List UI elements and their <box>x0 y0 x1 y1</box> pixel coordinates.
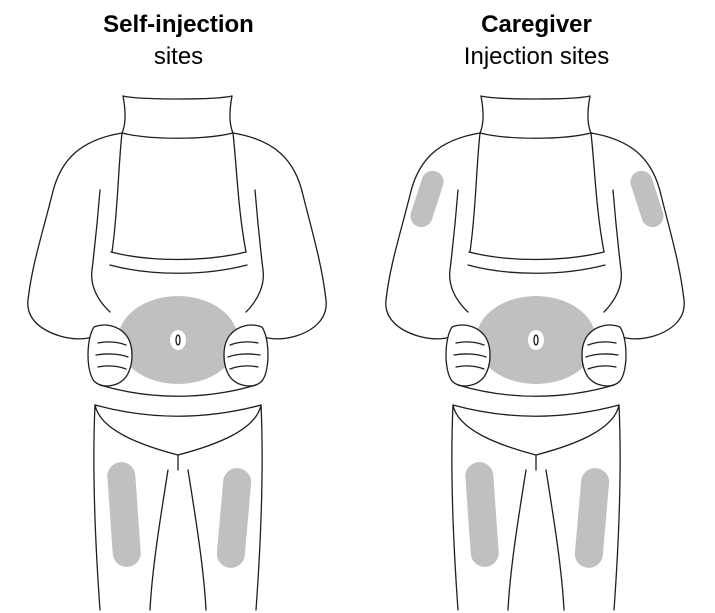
outline-stroke <box>458 385 614 396</box>
outline-stroke <box>604 190 621 312</box>
outline-stroke <box>95 405 261 416</box>
outline-stroke <box>481 96 590 99</box>
outline-stroke <box>536 405 619 455</box>
outline-stroke <box>614 405 620 610</box>
outline-stroke <box>508 470 526 610</box>
outline-stroke <box>480 96 483 133</box>
outline-stroke <box>188 470 206 610</box>
outline-stroke <box>470 133 480 252</box>
outline-stroke <box>122 96 125 133</box>
outline-stroke <box>178 405 261 455</box>
outline-stroke <box>546 470 564 610</box>
navel-mark <box>176 335 180 345</box>
injection-site-left-upper-arm <box>408 168 447 230</box>
outline-stroke <box>450 190 468 312</box>
outline-stroke <box>123 96 232 99</box>
injection-site-right-thigh <box>216 467 253 569</box>
outline-stroke <box>112 133 122 252</box>
outline-stroke <box>453 405 536 455</box>
outline-stroke <box>122 133 233 138</box>
outline-stroke <box>28 133 122 339</box>
body-figure-self <box>0 0 357 613</box>
outline-stroke <box>110 265 247 273</box>
injection-site-left-thigh <box>106 461 141 568</box>
outline-stroke <box>256 405 262 610</box>
hand-icon <box>446 325 490 386</box>
outline-stroke <box>453 405 619 416</box>
hand-icon <box>582 325 626 386</box>
outline-stroke <box>386 133 480 339</box>
injection-site-right-thigh <box>574 467 611 569</box>
outline-stroke <box>233 133 326 339</box>
outline-stroke <box>94 405 100 610</box>
outline-stroke <box>233 133 246 252</box>
outline-stroke <box>230 96 233 133</box>
outline-stroke <box>100 385 256 396</box>
outline-stroke <box>92 190 110 312</box>
hand-icon <box>224 325 268 386</box>
outline-stroke <box>246 190 263 312</box>
outline-stroke <box>469 252 604 260</box>
outline-stroke <box>588 96 591 133</box>
injection-site-left-thigh <box>464 461 499 568</box>
hand-icon <box>88 325 132 386</box>
outline-stroke <box>591 133 604 252</box>
outline-stroke <box>591 133 684 339</box>
outline-stroke <box>95 405 178 455</box>
outline-stroke <box>111 252 246 260</box>
navel-mark <box>534 335 538 345</box>
injection-site-right-upper-arm <box>628 168 667 230</box>
outline-stroke <box>150 470 168 610</box>
caregiver-panel: Caregiver Injection sites <box>358 0 715 613</box>
outline-stroke <box>480 133 591 138</box>
self-injection-panel: Self-injection sites <box>0 0 357 613</box>
outline-stroke <box>452 405 458 610</box>
outline-stroke <box>468 265 605 273</box>
body-figure-caregiver <box>358 0 715 613</box>
